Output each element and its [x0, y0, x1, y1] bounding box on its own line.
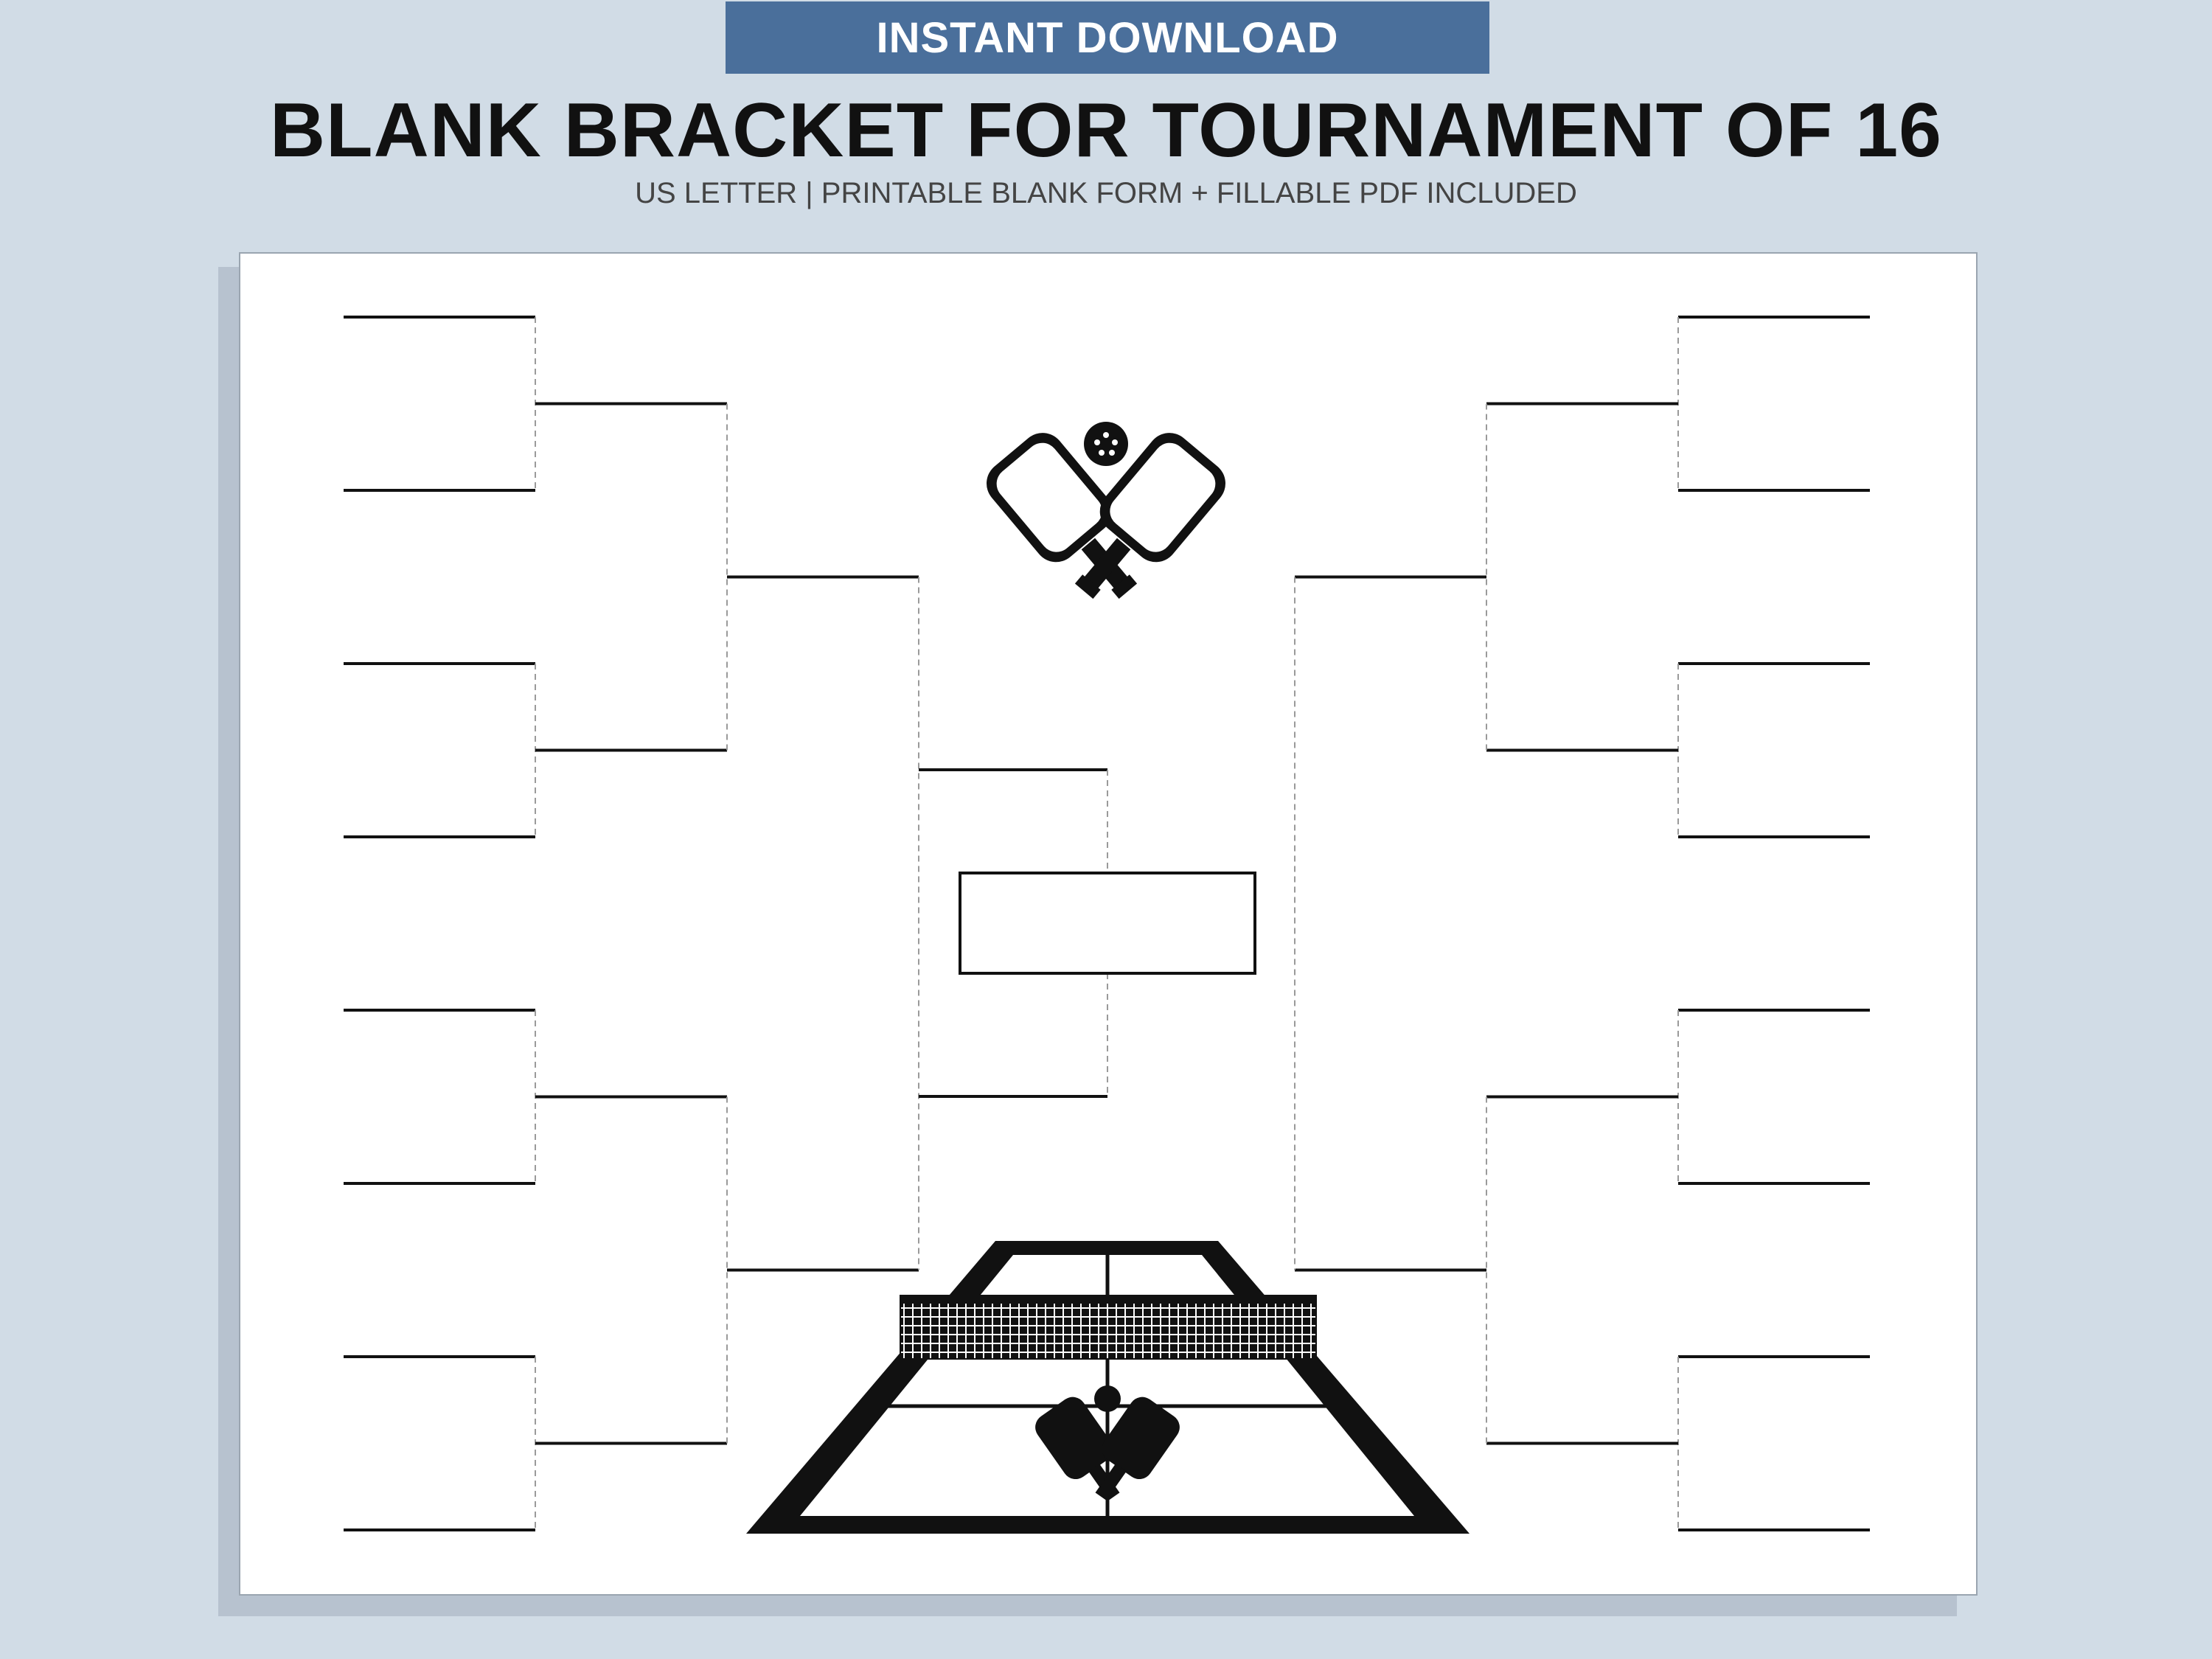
- banner-label: INSTANT DOWNLOAD: [876, 13, 1339, 62]
- champion-box: [959, 872, 1256, 975]
- bracket-lines: [344, 316, 1870, 1531]
- instant-download-banner: INSTANT DOWNLOAD: [726, 1, 1489, 74]
- page-subtitle: US LETTER | PRINTABLE BLANK FORM + FILLA…: [635, 177, 1577, 209]
- pickleball-court-icon: [746, 1241, 1470, 1534]
- crossed-paddles-icon: [987, 422, 1225, 599]
- page-title: BLANK BRACKET FOR TOURNAMENT OF 16: [269, 88, 1943, 173]
